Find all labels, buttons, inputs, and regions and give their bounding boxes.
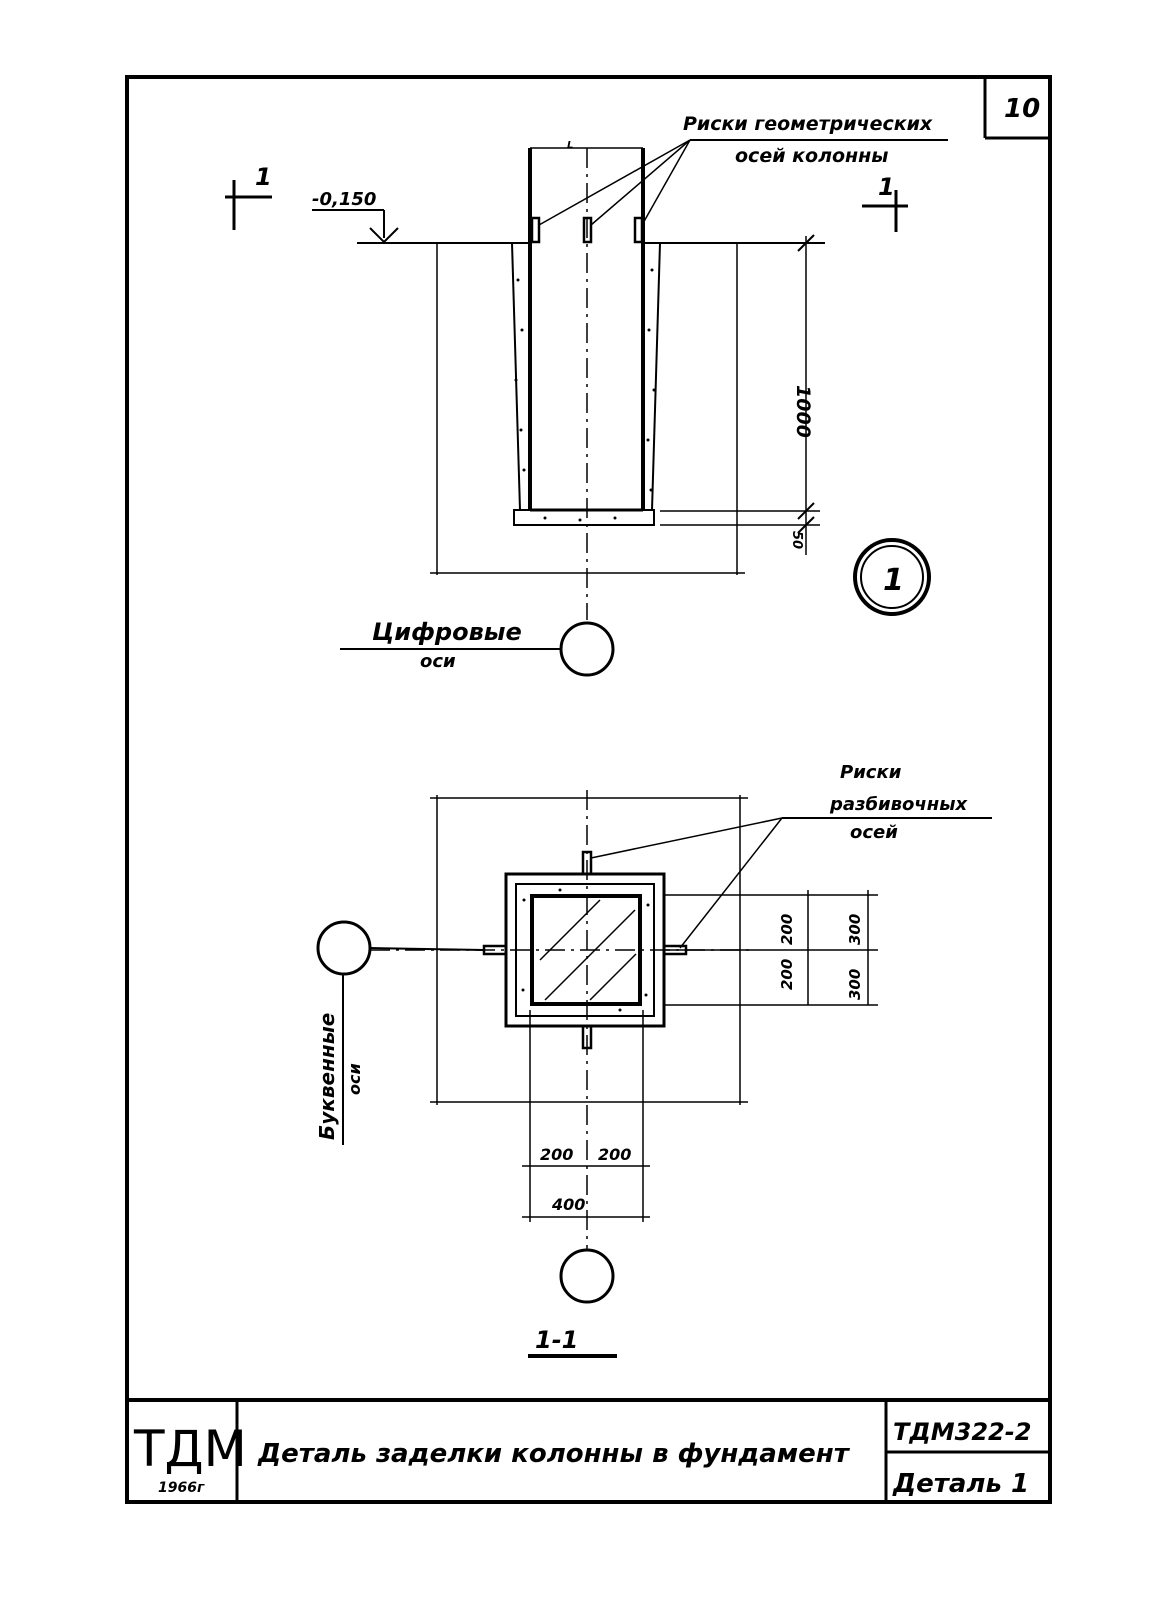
svg-text:L: L <box>567 140 573 151</box>
section-mark-left: 1 <box>255 163 272 191</box>
sheet-code: ТДМ322-2 <box>893 1418 1031 1446</box>
digital-axes-label-line2: оси <box>420 651 456 672</box>
level-mark: -0,150 <box>312 189 376 210</box>
sheet-number-box: 10 <box>983 77 1050 140</box>
letter-axes-label-line2: оси <box>345 1063 364 1095</box>
dim-half-right: 200 <box>598 1145 631 1164</box>
section-title: 1-1 <box>535 1326 578 1354</box>
bottom-dimension: 50 <box>789 531 804 549</box>
callout-geometric-axes-line1: Риски геометрических <box>683 113 933 135</box>
section-mark-right: 1 <box>878 173 895 201</box>
callout-alignment-line3: осей <box>850 822 898 843</box>
callout-geometric-axes-line2: осей колонны <box>735 145 888 167</box>
dim-inner-top: 200 <box>778 914 796 945</box>
tdm-logo: ТДМ <box>133 1420 247 1478</box>
dim-outer-top: 300 <box>846 914 864 945</box>
dim-inner-bottom: 200 <box>778 959 796 990</box>
sheet-number: 10 <box>1004 94 1040 124</box>
title-block: ТДМ 1966г Деталь заделки колонны в фунда… <box>127 1398 1050 1502</box>
sheet-frame <box>125 75 1052 1504</box>
detail-marker: 1 <box>883 563 904 598</box>
plan-view: Риски разбивочных осей 200 200 300 300 Б… <box>315 762 992 1358</box>
depth-dimension: 1000 <box>792 385 814 438</box>
callout-alignment-line1: Риски <box>840 762 902 783</box>
dim-outer-bottom: 300 <box>846 969 864 1000</box>
callout-alignment-line2: разбивочных <box>829 794 968 815</box>
sheet-detail: Деталь 1 <box>892 1469 1029 1499</box>
elevation-view: 1 1 -0,150 L <box>225 113 948 677</box>
sheet-title: Деталь заделки колонны в фундамент <box>257 1439 851 1469</box>
letter-axes-label-line1: Буквенные <box>315 1013 339 1140</box>
dim-total: 400 <box>551 1195 585 1214</box>
dim-half-left: 200 <box>540 1145 573 1164</box>
sheet-year: 1966г <box>158 1480 205 1496</box>
digital-axes-label-line1: Цифровые <box>372 618 522 646</box>
